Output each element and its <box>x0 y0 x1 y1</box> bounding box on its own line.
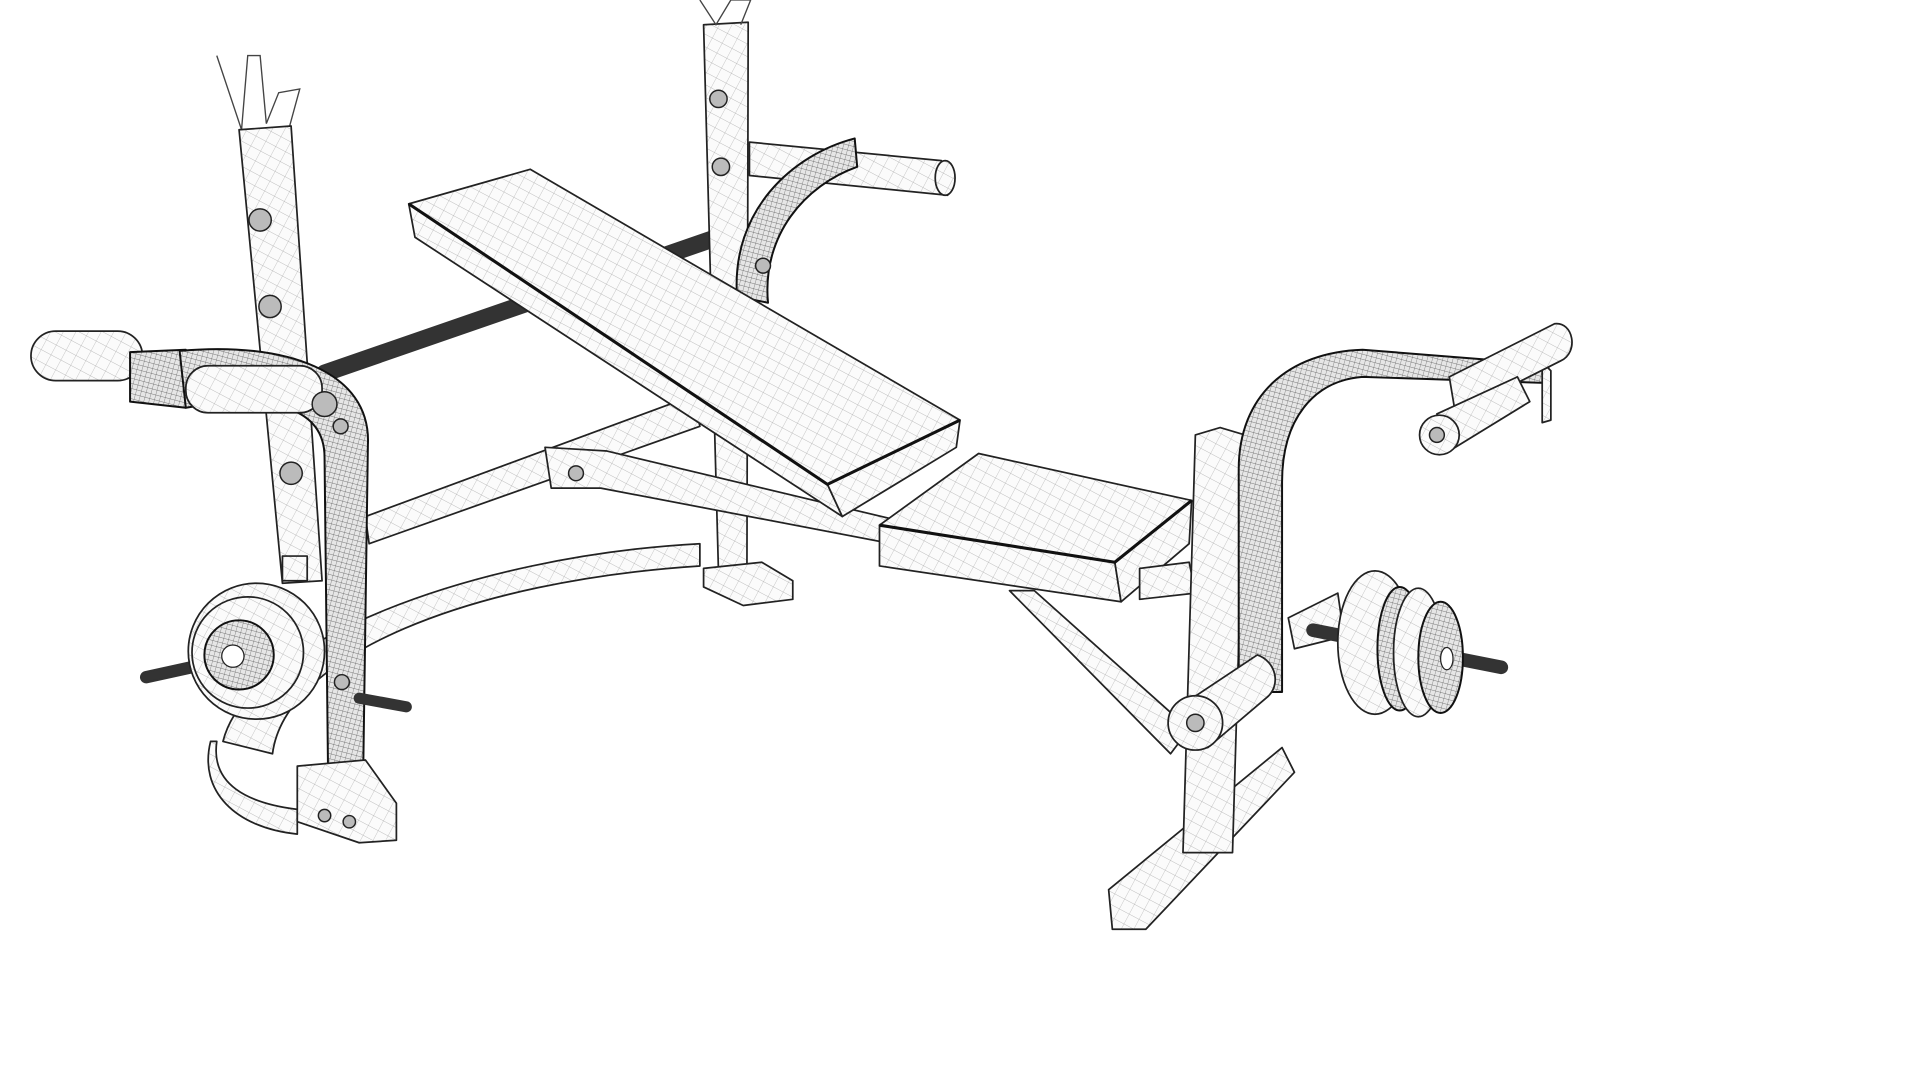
left-rack-arm <box>30 330 398 844</box>
seat-pad <box>878 452 1193 603</box>
right-rack-arm <box>1237 322 1573 693</box>
left-upright <box>216 54 323 585</box>
left-weight-plate <box>139 582 412 721</box>
incline-backrest <box>407 168 961 518</box>
center-curved-arm <box>735 137 859 304</box>
right-weight-plates <box>1306 570 1509 718</box>
